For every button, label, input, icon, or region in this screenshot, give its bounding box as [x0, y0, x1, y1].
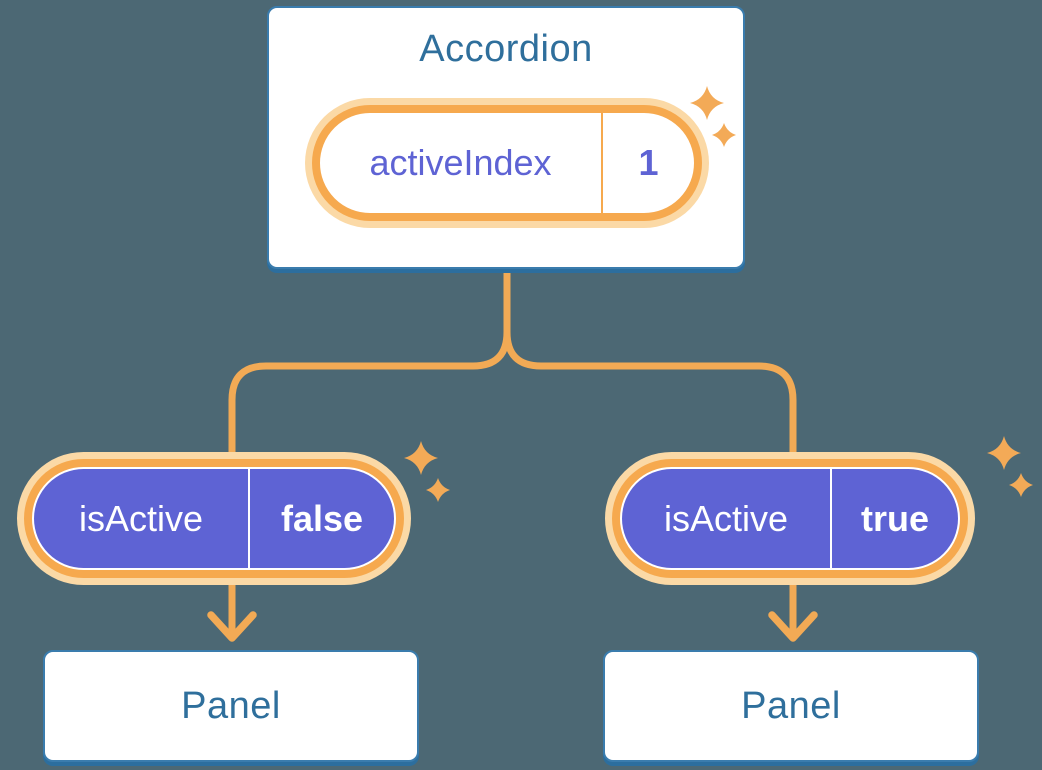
- pill-divider: [248, 469, 250, 568]
- panel-card-right: Panel: [603, 650, 979, 762]
- arrow-down-right-icon: [768, 611, 818, 642]
- state-pill-activeindex: activeIndex 1: [312, 105, 702, 221]
- sparkle-icon: [987, 436, 1033, 497]
- state-pill-isactive-left: isActive false: [24, 459, 404, 578]
- state-value-isactive-right: true: [860, 497, 929, 539]
- pill-divider: [830, 469, 832, 568]
- state-name-activeindex: activeIndex: [369, 142, 552, 183]
- state-value-activeindex: 1: [638, 142, 659, 183]
- connector-right-branch: [503, 271, 797, 633]
- accordion-card: Accordion activeIndex 1: [267, 6, 745, 269]
- state-name-isactive-left: isActive: [78, 497, 204, 539]
- connector-left-branch: [228, 271, 511, 633]
- panel-card-left: Panel: [43, 650, 419, 762]
- sparkle-icon: [690, 86, 736, 147]
- state-value-isactive-left: false: [280, 497, 364, 539]
- pill-divider: [601, 113, 603, 213]
- state-name-isactive-right: isActive: [663, 497, 789, 539]
- panel-card-left-title: Panel: [181, 684, 281, 727]
- state-pill-isactive-right-body: isActive true: [622, 469, 958, 568]
- sparkle-icon: [404, 441, 450, 502]
- arrow-down-left-icon: [207, 611, 257, 642]
- state-pill-isactive-right: isActive true: [612, 459, 968, 578]
- state-pill-isactive-left-body: isActive false: [34, 469, 394, 568]
- accordion-card-title: Accordion: [419, 28, 593, 70]
- panel-card-right-title: Panel: [741, 684, 841, 727]
